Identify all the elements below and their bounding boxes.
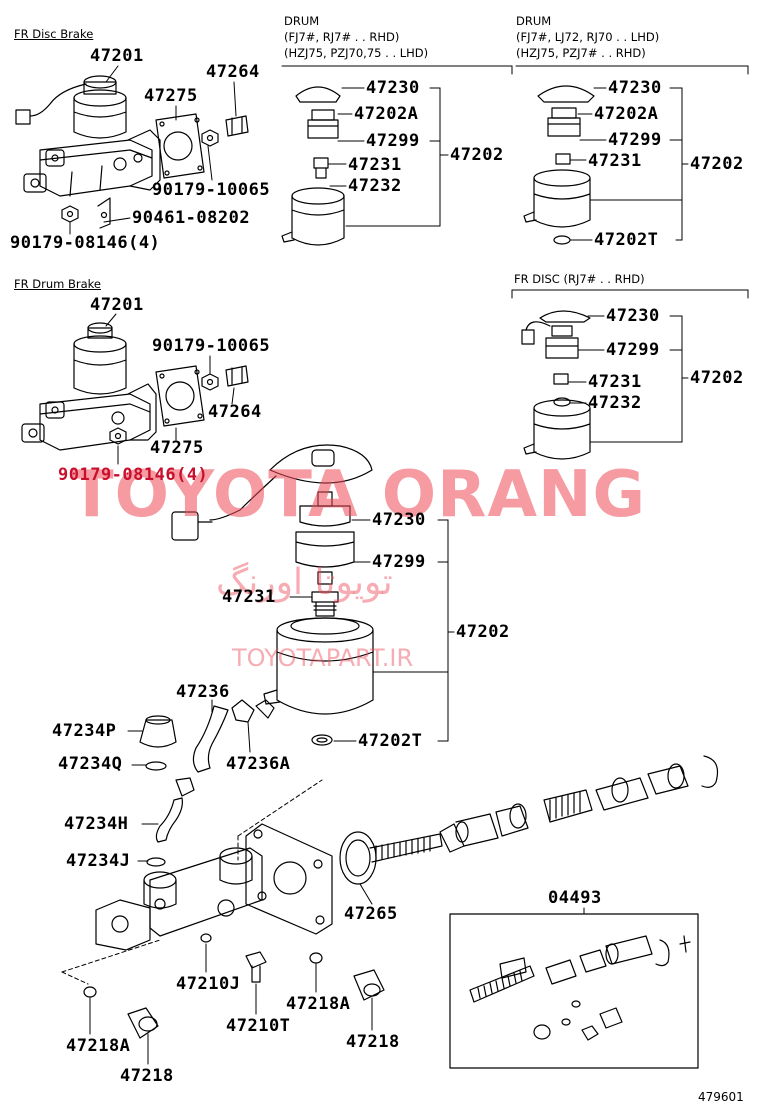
part-label-90179-10065-disc[interactable]: 90179-10065 <box>152 180 271 200</box>
part-label-90461-08202[interactable]: 90461-08202 <box>132 208 251 228</box>
section-drum-rhd-applicability-1: (FJ7#, RJ7# . . RHD) <box>284 30 400 44</box>
part-label-47275-drum[interactable]: 47275 <box>150 438 204 458</box>
part-label-47299-drum-rhd[interactable]: 47299 <box>366 131 420 151</box>
fasteners-bottom-drawing <box>83 933 385 1039</box>
drum-lhd-bracket <box>515 65 749 75</box>
fasteners-leaders <box>89 943 373 1065</box>
section-drum-lhd-applicability-2: (HZJ75, PZJ7# . . RHD) <box>516 46 646 60</box>
section-fr-disc-brake: FR Disc Brake <box>14 27 94 41</box>
part-label-47299-main[interactable]: 47299 <box>372 552 426 572</box>
part-label-47202-drum-lhd[interactable]: 47202 <box>690 154 744 174</box>
part-label-47218a-left[interactable]: 47218A <box>66 1036 131 1056</box>
part-label-47236a[interactable]: 47236A <box>226 754 291 774</box>
part-label-47264-drum[interactable]: 47264 <box>208 402 262 422</box>
kit-04493-box <box>449 907 699 1069</box>
part-label-47230-main[interactable]: 47230 <box>372 510 426 530</box>
part-label-47230-drum-rhd[interactable]: 47230 <box>366 78 420 98</box>
part-label-47234q[interactable]: 47234Q <box>58 754 123 774</box>
drum-rhd-leaders <box>327 87 449 227</box>
part-label-47234j[interactable]: 47234J <box>66 851 131 871</box>
hose-leaders <box>127 699 251 862</box>
part-label-47231-drum-lhd[interactable]: 47231 <box>588 151 642 171</box>
drum-rhd-bracket <box>281 65 513 75</box>
part-label-47231-disc-rj7[interactable]: 47231 <box>588 372 642 392</box>
dashed-guides <box>61 779 323 985</box>
part-label-47218a-right[interactable]: 47218A <box>286 994 351 1014</box>
part-label-47299-drum-lhd[interactable]: 47299 <box>608 130 662 150</box>
nut-and-clip-middle <box>201 365 249 391</box>
part-label-47275-disc[interactable]: 47275 <box>144 86 198 106</box>
fr-disc-rj7-bracket <box>511 289 749 299</box>
hose-and-grommets-drawing <box>139 699 275 867</box>
part-label-47218-left[interactable]: 47218 <box>120 1066 174 1086</box>
part-label-47202-disc-rj7[interactable]: 47202 <box>690 368 744 388</box>
part-label-47202t-drum-lhd[interactable]: 47202T <box>594 230 659 250</box>
center-reservoir-leaders <box>289 519 455 742</box>
piston-leader <box>359 883 373 905</box>
part-label-47231-drum-rhd[interactable]: 47231 <box>348 155 402 175</box>
drum-rhd-reservoir-drawing <box>281 86 345 246</box>
fr-disc-rj7-reservoir-drawing <box>521 310 591 460</box>
part-label-47202-drum-rhd[interactable]: 47202 <box>450 145 504 165</box>
part-label-90179-08146-drum[interactable]: 90179-08146(4) <box>58 465 209 485</box>
part-label-47230-disc-rj7[interactable]: 47230 <box>606 306 660 326</box>
part-label-47210j[interactable]: 47210J <box>176 974 241 994</box>
part-label-47231-main[interactable]: 47231 <box>222 587 276 607</box>
gasket-47275-top <box>155 113 205 179</box>
part-label-47201-drum[interactable]: 47201 <box>90 295 144 315</box>
part-label-04493[interactable]: 04493 <box>548 888 602 908</box>
drum-lhd-leaders <box>569 87 689 241</box>
part-label-47201-disc[interactable]: 47201 <box>90 46 144 66</box>
part-label-47234p[interactable]: 47234P <box>52 721 117 741</box>
leader-lines-middle-left <box>105 313 235 465</box>
part-label-47210t[interactable]: 47210T <box>226 1016 291 1036</box>
part-label-47264-disc[interactable]: 47264 <box>206 62 260 82</box>
part-label-47218-right[interactable]: 47218 <box>346 1032 400 1052</box>
part-label-47299-disc-rj7[interactable]: 47299 <box>606 340 660 360</box>
part-label-47232-disc-rj7[interactable]: 47232 <box>588 393 642 413</box>
part-label-47234h[interactable]: 47234H <box>64 814 129 834</box>
section-drum-rhd-title: DRUM <box>284 14 320 28</box>
section-drum-lhd-applicability-1: (FJ7#, LJ72, RJ70 . . LHD) <box>516 30 660 44</box>
fr-disc-rj7-leaders <box>567 315 689 443</box>
main-master-cylinder-body-drawing <box>95 823 333 951</box>
part-label-47265[interactable]: 47265 <box>344 904 398 924</box>
diagram-code: 479601 <box>698 1090 744 1104</box>
part-label-47202t-main[interactable]: 47202T <box>358 731 423 751</box>
leader-lines-top-left <box>69 65 237 235</box>
section-fr-disc-rj7: FR DISC (RJ7# . . RHD) <box>514 272 645 286</box>
part-label-90179-08146-disc[interactable]: 90179-08146(4) <box>10 233 161 253</box>
drum-lhd-reservoir-drawing <box>523 85 595 245</box>
piston-assembly-drawing <box>339 755 719 885</box>
part-label-47202a-drum-rhd[interactable]: 47202A <box>354 104 419 124</box>
part-label-47202-main[interactable]: 47202 <box>456 622 510 642</box>
part-label-47202a-drum-lhd[interactable]: 47202A <box>594 104 659 124</box>
part-label-47232-drum-rhd[interactable]: 47232 <box>348 176 402 196</box>
part-label-47236[interactable]: 47236 <box>176 682 230 702</box>
fr-disc-master-cylinder-drawing <box>15 75 161 229</box>
gasket-47275-middle <box>155 365 205 427</box>
section-drum-rhd-applicability-2: (HZJ75, PZJ70,75 . . LHD) <box>284 46 429 60</box>
section-drum-lhd-title: DRUM <box>516 14 552 28</box>
part-label-90179-10065-drum[interactable]: 90179-10065 <box>152 336 271 356</box>
section-fr-drum-brake: FR Drum Brake <box>14 277 101 291</box>
fr-drum-master-cylinder-drawing <box>21 322 157 451</box>
part-label-47230-drum-lhd[interactable]: 47230 <box>608 78 662 98</box>
nut-and-clip-top <box>201 115 249 147</box>
